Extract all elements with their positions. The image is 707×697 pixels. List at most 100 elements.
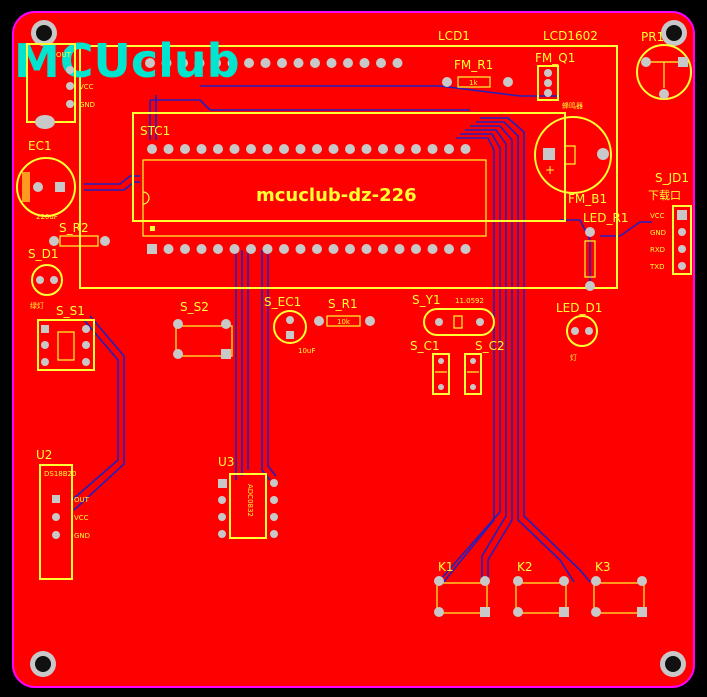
pin1-marker <box>150 226 155 231</box>
header-pin <box>213 244 223 254</box>
header-pin <box>246 244 256 254</box>
k2-pad <box>559 607 569 617</box>
header-pin <box>163 244 174 254</box>
s-s2-pad <box>173 319 183 329</box>
fm-b1-mark <box>564 145 576 165</box>
header-pin <box>326 58 337 68</box>
header-pin <box>145 58 155 68</box>
s-s1-outline <box>37 319 95 371</box>
connector-vcc-label: VCC <box>79 83 94 91</box>
u2-gnd-label: GND <box>74 532 90 540</box>
s-r2-pad <box>49 236 59 246</box>
s-y1-value: 11.0592 <box>455 297 484 305</box>
s-r2-label: S_R2 <box>59 221 89 235</box>
k1-outline <box>436 582 488 614</box>
header-pin <box>411 144 421 154</box>
header-pin <box>178 58 188 68</box>
header-pin <box>229 244 240 254</box>
header-pin <box>392 58 403 68</box>
s-y1-outline <box>423 308 495 336</box>
header-pin <box>312 144 322 154</box>
s-ec1-outline <box>273 310 307 344</box>
header-pin <box>277 58 287 68</box>
s-ec1-value: 10uF <box>298 347 315 355</box>
connector-pin <box>66 66 74 74</box>
header-pin <box>161 58 172 68</box>
header-pin <box>213 144 223 154</box>
s-jd1-pin <box>678 245 686 253</box>
pr1-pad <box>678 57 688 67</box>
header-pin <box>196 244 207 254</box>
k2-pad <box>513 576 523 586</box>
s-c2-label: S_C2 <box>475 339 505 353</box>
header-pin <box>194 58 205 68</box>
header-pin <box>262 244 273 254</box>
k2-outline <box>515 582 567 614</box>
s-r2-pad <box>100 236 110 246</box>
fm-b1-outline <box>534 116 612 194</box>
k1-pad <box>480 576 490 586</box>
stc1-top-pins <box>147 144 471 154</box>
s-s2-pad <box>221 319 231 329</box>
s-r1-value: 10k <box>337 318 351 326</box>
u2-chip-name: DS18B20 <box>44 470 76 478</box>
connector-pad <box>35 115 55 129</box>
s-c1-outline <box>432 353 450 395</box>
ec1-outline <box>16 157 76 217</box>
fm-b1-plus: + <box>545 163 555 177</box>
u3-label: U3 <box>218 455 234 469</box>
header-pin <box>180 244 190 254</box>
s-d1-outline <box>31 264 63 296</box>
led-d1-label: LED_D1 <box>556 301 602 315</box>
led-d1-pad <box>585 327 593 335</box>
pr1-pad <box>641 57 651 67</box>
header-pin <box>343 58 353 68</box>
s-r1-label: S_R1 <box>328 297 358 311</box>
fm-b1-label: FM_B1 <box>568 192 607 206</box>
s-d1-pad <box>36 276 44 284</box>
header-pin <box>147 144 157 154</box>
s-s2-pad <box>221 349 231 359</box>
ec1-pad <box>55 182 65 192</box>
header-pin <box>460 144 471 154</box>
s-r2-body <box>59 235 99 247</box>
header-pin <box>279 244 289 254</box>
fm-r1-pad <box>503 77 513 87</box>
u2-label: U2 <box>36 448 52 462</box>
header-pin <box>279 144 289 154</box>
board-id-text: mcuclub-dz-226 <box>256 185 417 206</box>
led-d1-pad <box>571 327 579 335</box>
stc1-bottom-pins <box>147 244 471 254</box>
fm-r1-value: 1k <box>469 79 478 87</box>
u3-pins <box>218 479 278 538</box>
header-pin <box>427 144 438 154</box>
header-pin <box>394 144 405 154</box>
ec1-polarity <box>22 172 30 202</box>
s-jd1-pin <box>677 210 687 220</box>
u2-pin <box>52 495 60 503</box>
pr1-pad <box>659 89 669 99</box>
led-r1-pad <box>585 227 595 237</box>
s-y1-label: S_Y1 <box>412 293 441 307</box>
lcd1-label: LCD1 <box>438 29 470 43</box>
s-jd1-pin <box>678 262 686 270</box>
lcd1602-label: LCD1602 <box>543 29 598 43</box>
k1-pad <box>434 576 444 586</box>
fm-r1-body <box>457 76 491 88</box>
k2-label: K2 <box>517 560 533 574</box>
header-pin <box>312 244 322 254</box>
k3-pad <box>591 607 601 617</box>
u2-pin <box>52 531 60 539</box>
s-y1-pad <box>476 318 484 326</box>
s-jd1-rxd-label: RXD <box>650 246 665 254</box>
fm-q1-pin <box>544 89 552 97</box>
header-pin <box>163 144 174 154</box>
header-pin <box>444 144 454 154</box>
s-y1-crystal <box>453 315 463 329</box>
led-d1-outline <box>566 315 598 347</box>
header-pin <box>180 144 190 154</box>
s-c2-pad <box>470 358 476 364</box>
s-jd1-txd-label: TXD <box>649 263 664 271</box>
